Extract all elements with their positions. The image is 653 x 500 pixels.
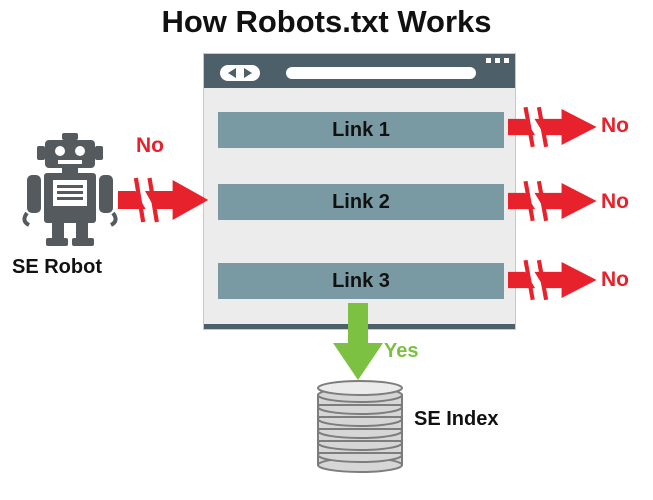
index-allowed-arrow [333, 303, 383, 380]
window-controls-icon [486, 58, 509, 63]
browser-title-bar [204, 54, 515, 88]
nav-buttons [220, 65, 260, 81]
link-2-result-label: No [601, 190, 629, 213]
address-bar [286, 67, 476, 79]
back-forward-icon [228, 68, 252, 78]
robot-label: SE Robot [12, 256, 102, 278]
index-access-label: Yes [384, 340, 419, 362]
link-3-result-label: No [601, 268, 629, 291]
link-bar-3: Link 3 [218, 263, 504, 299]
diagram-title: How Robots.txt Works [161, 4, 492, 39]
robot-access-label: No [136, 134, 164, 157]
link-1-result-label: No [601, 114, 629, 137]
link-bar-1: Link 1 [218, 112, 504, 148]
link-bar-2: Link 2 [218, 184, 504, 220]
index-label: SE Index [414, 408, 499, 430]
